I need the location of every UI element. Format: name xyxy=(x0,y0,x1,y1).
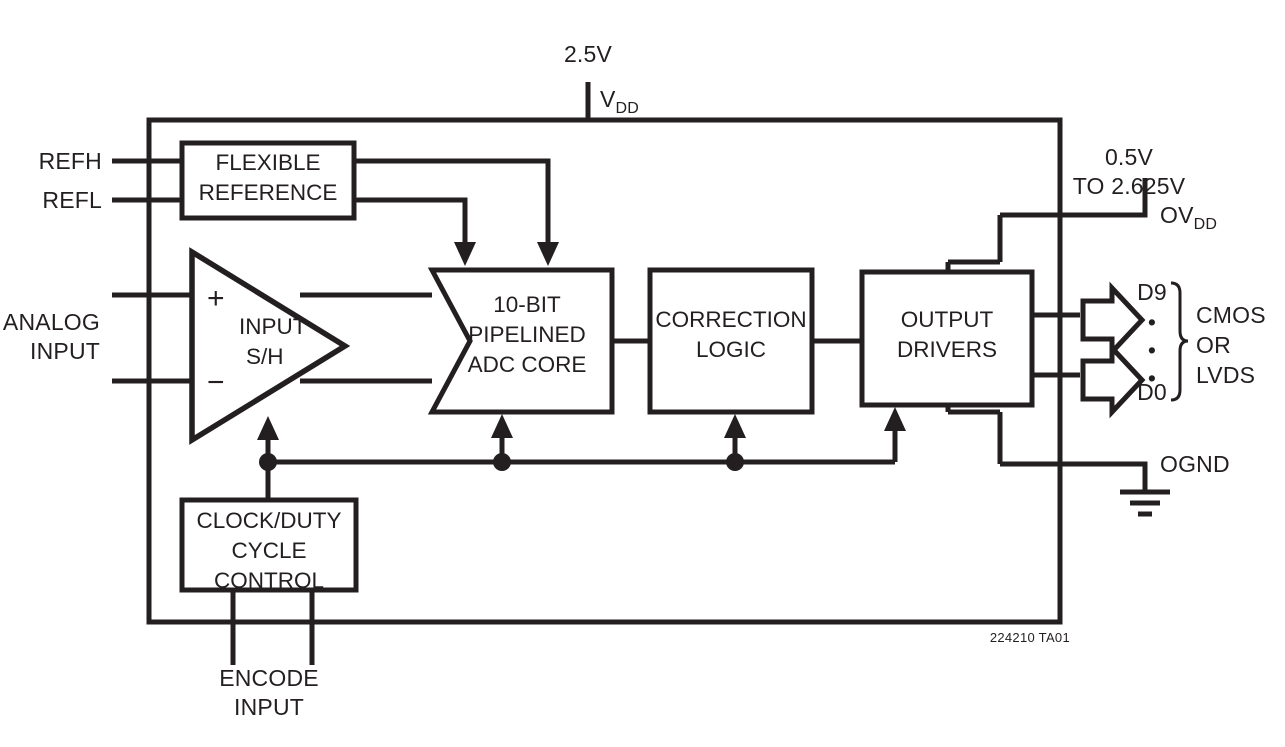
block-adc-core xyxy=(427,267,615,415)
output-arrow-upper-icon xyxy=(1080,281,1146,359)
correction-logic-line2-label: LOGIC xyxy=(696,337,766,362)
clock-junction-correction xyxy=(726,453,744,471)
ognd-pin-wire xyxy=(1000,461,1148,492)
clock-to-sh-arrowhead xyxy=(257,416,279,440)
encode-input-line1-label: ENCODE xyxy=(219,665,319,691)
encode-input-line2-label: INPUT xyxy=(234,694,304,720)
clock-junction-sh xyxy=(259,453,277,471)
block-input-sh xyxy=(189,247,351,445)
block-output-drivers xyxy=(859,269,1035,408)
ref-out-1-wire xyxy=(354,158,551,250)
output-drivers-line2-label: DRIVERS xyxy=(897,337,997,362)
output-type-line1-label: CMOS xyxy=(1196,302,1266,328)
refl-label: REFL xyxy=(42,187,102,213)
clock-tap-output-arrowhead xyxy=(884,407,906,431)
sh-plus-label: + xyxy=(207,282,225,315)
adc-core-line1-label: 10-BIT xyxy=(493,292,561,317)
clock-control-line1-label: CLOCK/DUTY xyxy=(196,508,341,533)
output-drivers-line1-label: OUTPUT xyxy=(901,307,994,332)
ref-out-2-arrowhead xyxy=(454,242,476,266)
chip-boundary xyxy=(146,117,1063,625)
ovdd-value-line1-label: 0.5V xyxy=(1105,144,1154,170)
correction-logic-line1-label: CORRECTION xyxy=(655,307,806,332)
ovdd-value-line2-label: TO 2.625V xyxy=(1073,173,1186,199)
output-arrow-lower-icon xyxy=(1080,341,1146,419)
input-sh-line2-label: S/H xyxy=(246,344,284,369)
clock-control-line3-label: CONTROL xyxy=(214,568,324,593)
output-ellipsis-dot-3: • xyxy=(1148,365,1156,391)
output-lsb-label: D0 xyxy=(1137,379,1167,405)
output-type-brace xyxy=(1170,281,1189,402)
ground-symbol xyxy=(1120,489,1170,517)
ovdd-name-label: OVDD xyxy=(1160,202,1217,233)
ref-out-1-arrowhead xyxy=(537,242,559,266)
clock-junction-adc xyxy=(493,453,511,471)
adc-core-line2-label: PIPELINED xyxy=(468,322,586,347)
ognd-label: OGND xyxy=(1160,451,1230,477)
flexible-reference-line2-label: REFERENCE xyxy=(199,180,338,205)
analog-input-line2-label: INPUT xyxy=(30,338,100,364)
output-type-line2-label: OR xyxy=(1196,332,1231,358)
output-ellipsis-dot-1: • xyxy=(1148,309,1156,335)
output-type-line3-label: LVDS xyxy=(1196,362,1255,388)
clock-control-line2-label: CYCLE xyxy=(231,538,306,563)
part-reference-label: 224210 TA01 xyxy=(990,630,1070,645)
ref-out-2-wire xyxy=(354,197,468,250)
output-msb-label: D9 xyxy=(1137,279,1167,305)
output-ellipsis-dot-2: • xyxy=(1148,337,1156,363)
refh-label: REFH xyxy=(39,148,102,174)
vdd-value-label: 2.5V xyxy=(564,41,613,67)
block-flexible-reference xyxy=(179,140,357,221)
vdd-name-label: VDD xyxy=(600,86,639,117)
sh-minus-label: − xyxy=(207,366,225,399)
analog-input-line1-label: ANALOG xyxy=(3,309,100,335)
clock-tap-adc-arrowhead xyxy=(491,414,513,438)
ovdd-pin-wire xyxy=(1000,178,1148,218)
input-sh-line1-label: INPUT xyxy=(239,314,307,339)
flexible-reference-line1-label: FLEXIBLE xyxy=(215,150,320,175)
block-clock-duty-cycle-control xyxy=(179,497,359,593)
clock-tap-correction-arrowhead xyxy=(724,414,746,438)
block-correction-logic xyxy=(647,267,815,415)
adc-core-line3-label: ADC CORE xyxy=(468,352,587,377)
